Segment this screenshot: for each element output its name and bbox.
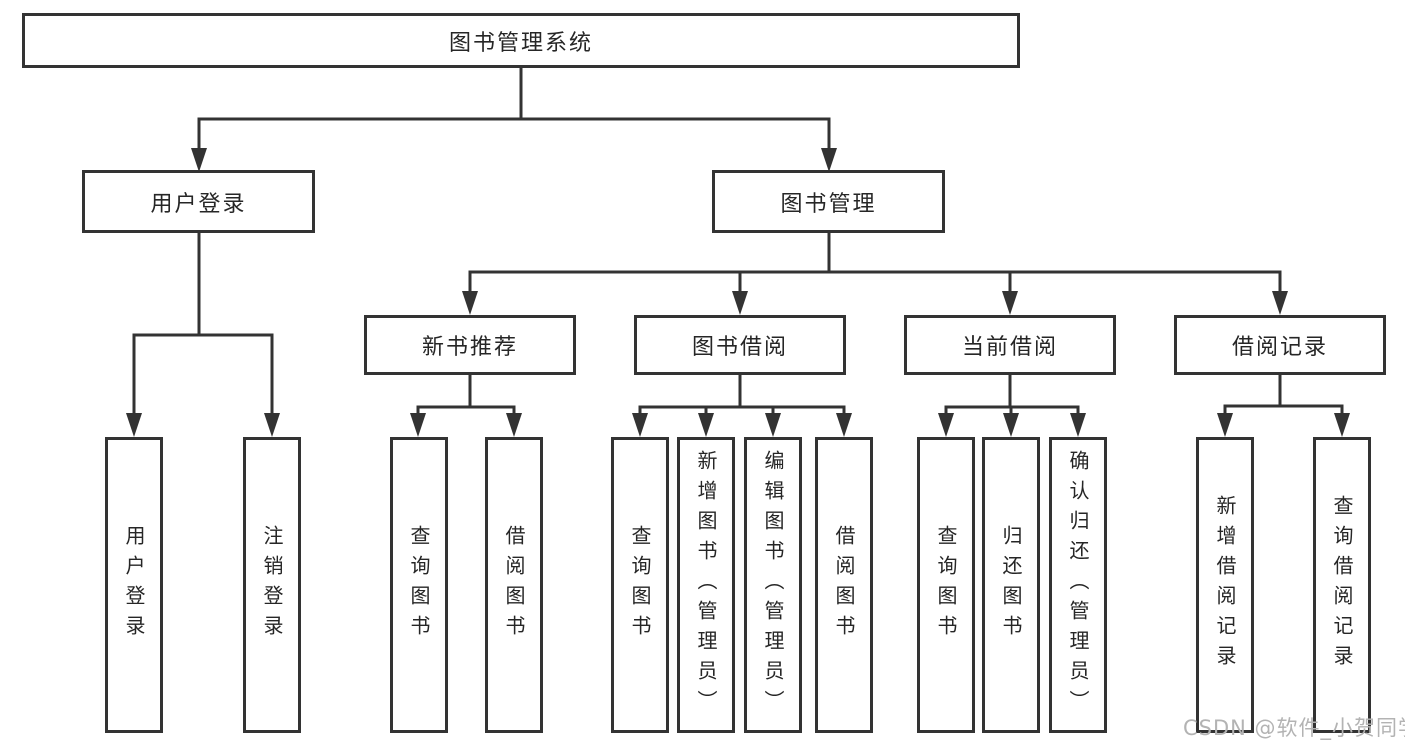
leaf-recommend-borrow-books: 借阅图书	[485, 437, 543, 733]
leaf-borrow-borrow-books: 借阅图书	[815, 437, 873, 733]
leaf-edit-book-admin-label: 编辑图书（管理员）	[761, 450, 785, 720]
node-book-management: 图书管理	[712, 170, 945, 233]
leaf-recommend-borrow-books-label: 借阅图书	[502, 525, 526, 645]
node-new-book-recommend-label: 新书推荐	[421, 335, 518, 360]
leaf-logout: 注销登录	[243, 437, 301, 733]
leaf-borrow-query-books-label: 查询图书	[628, 525, 652, 645]
leaf-logout-label: 注销登录	[260, 525, 284, 645]
leaf-add-borrow-record: 新增借阅记录	[1196, 437, 1254, 733]
leaf-current-query-books: 查询图书	[917, 437, 975, 733]
leaf-query-borrow-record: 查询借阅记录	[1313, 437, 1371, 733]
leaf-user-login-label: 用户登录	[122, 525, 146, 645]
node-user-login-label: 用户登录	[150, 191, 247, 217]
node-user-login: 用户登录	[82, 170, 315, 233]
leaf-query-borrow-record-label: 查询借阅记录	[1330, 495, 1354, 675]
leaf-add-book-admin: 新增图书（管理员）	[677, 437, 735, 733]
leaf-return-books: 归还图书	[982, 437, 1040, 733]
node-new-book-recommend: 新书推荐	[364, 315, 576, 375]
leaf-add-borrow-record-label: 新增借阅记录	[1213, 495, 1237, 675]
leaf-confirm-return-admin: 确认归还（管理员）	[1049, 437, 1107, 733]
node-book-borrow: 图书借阅	[634, 315, 846, 375]
leaf-return-books-label: 归还图书	[999, 525, 1023, 645]
leaf-current-query-books-label: 查询图书	[934, 525, 958, 645]
node-book-management-label: 图书管理	[780, 191, 877, 217]
node-root-label: 图书管理系统	[448, 30, 593, 56]
node-book-borrow-label: 图书借阅	[691, 335, 788, 360]
node-current-borrow: 当前借阅	[904, 315, 1116, 375]
leaf-borrow-query-books: 查询图书	[611, 437, 669, 733]
leaf-borrow-borrow-books-label: 借阅图书	[832, 525, 856, 645]
node-root-system: 图书管理系统	[22, 13, 1020, 68]
leaf-recommend-query-books-label: 查询图书	[407, 525, 431, 645]
leaf-edit-book-admin: 编辑图书（管理员）	[744, 437, 802, 733]
csdn-watermark: CSDN @软件_小贺同学	[1183, 716, 1405, 740]
leaf-add-book-admin-label: 新增图书（管理员）	[694, 450, 718, 720]
node-borrow-records-label: 借阅记录	[1231, 335, 1328, 360]
leaf-recommend-query-books: 查询图书	[390, 437, 448, 733]
node-borrow-records: 借阅记录	[1174, 315, 1386, 375]
leaf-user-login: 用户登录	[105, 437, 163, 733]
node-current-borrow-label: 当前借阅	[961, 335, 1058, 360]
leaf-confirm-return-admin-label: 确认归还（管理员）	[1066, 450, 1090, 720]
